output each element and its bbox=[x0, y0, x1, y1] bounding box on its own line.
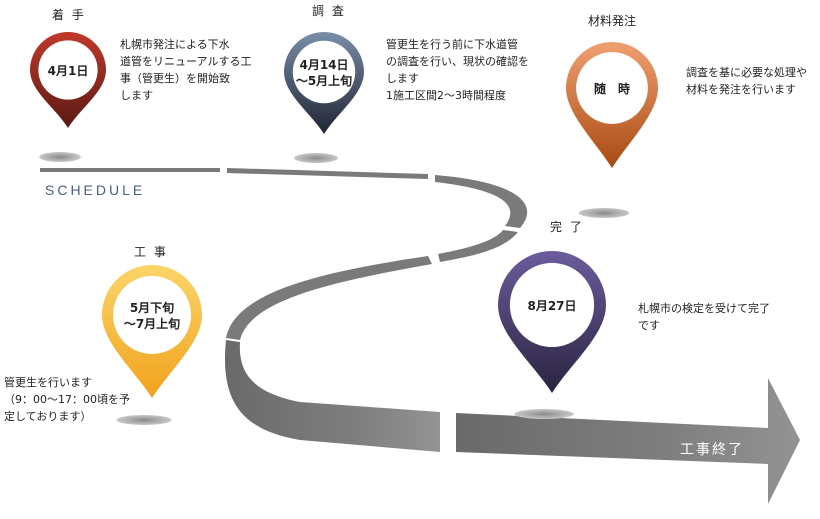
pin-date-survey: 4月14日 bbox=[299, 58, 348, 72]
pin-face-start bbox=[38, 40, 98, 100]
pin-date-complete: 8月27日 bbox=[527, 299, 576, 313]
pin-date-survey: 〜5月上旬 bbox=[296, 73, 352, 88]
heading-work: 工 事 bbox=[134, 245, 168, 259]
pin-shadow-complete bbox=[514, 409, 574, 419]
heading-survey: 調 査 bbox=[312, 4, 346, 18]
pin-shadow-survey bbox=[294, 153, 338, 163]
pin-date-work: 〜7月上旬 bbox=[124, 316, 180, 331]
road bbox=[40, 168, 800, 504]
pin-face-survey bbox=[292, 40, 356, 104]
desc-start: 札幌市発注による下水 道管をリニューアルする工 事（管更生）を開始致 します bbox=[120, 38, 252, 102]
pin-shadow-material bbox=[578, 208, 630, 218]
road-top-segment bbox=[227, 168, 428, 179]
road-end-segment bbox=[456, 378, 800, 504]
schedule-label: SCHEDULE bbox=[45, 182, 145, 198]
desc-material: 調査を基に必要な処理や 材料を発注を行います bbox=[686, 66, 807, 96]
pin-face-complete bbox=[509, 262, 595, 348]
pin-shadow-start bbox=[39, 152, 81, 162]
pin-date-work: 5月下旬 bbox=[130, 300, 174, 315]
desc-survey: 管更生を行う前に下水道管 の調査を行い、現状の確認を します 1施工区間2〜3時… bbox=[386, 38, 529, 102]
road-lower-segment bbox=[224, 340, 440, 452]
heading-start: 着 手 bbox=[52, 8, 86, 22]
pin-date-start: 4月1日 bbox=[48, 64, 89, 78]
heading-complete: 完 了 bbox=[550, 220, 584, 234]
pin-face-work bbox=[113, 276, 191, 354]
pin-date-material: 随 時 bbox=[594, 81, 630, 96]
pin-face-material bbox=[576, 52, 648, 124]
desc-complete: 札幌市の検定を受けて完了 です bbox=[638, 302, 770, 332]
pin-shadow-work bbox=[116, 415, 172, 425]
road-top-segment bbox=[40, 168, 220, 172]
desc-work: 管更生を行います （9：00〜17：00頃を予 定しております） bbox=[4, 376, 130, 423]
heading-material: 材料発注 bbox=[588, 14, 637, 28]
road-curve-segment bbox=[438, 230, 518, 262]
road-curve-segment bbox=[435, 175, 528, 228]
road-curve-segment bbox=[226, 256, 432, 340]
road-end-label: 工事終了 bbox=[680, 442, 744, 458]
